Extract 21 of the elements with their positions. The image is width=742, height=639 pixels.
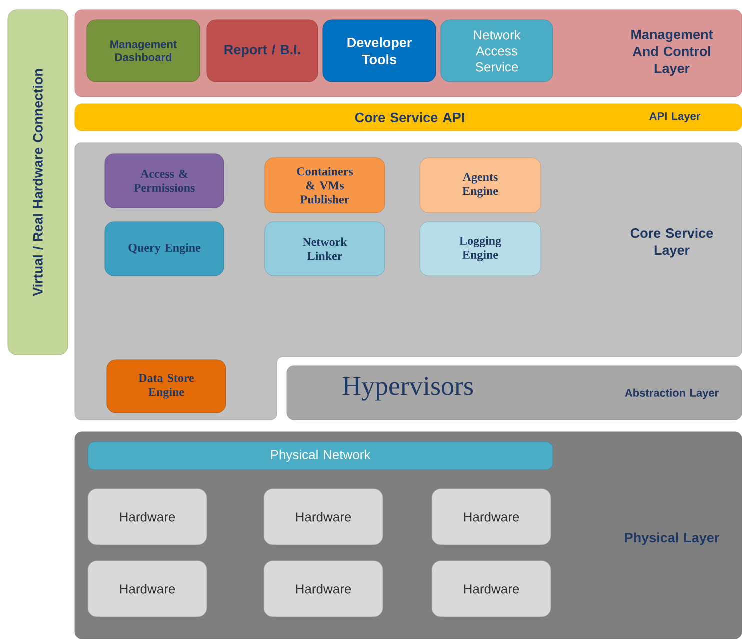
hardware-box: Hardware [264, 488, 384, 546]
layer-band: Core Service API API Layer [74, 104, 742, 132]
hardware-box: Hardware [432, 488, 552, 546]
service-box: Containers & VMs Publisher [264, 158, 386, 214]
service-box: Query Engine [104, 222, 224, 276]
network-bar: Physical Network [88, 442, 554, 470]
hardware-box: Hardware [88, 560, 208, 618]
hardware-box: Hardware [88, 488, 208, 546]
side-band: Virtual / Real Hardware Connection [8, 10, 68, 356]
service-box: Data Store Engine [106, 360, 226, 414]
service-box: Report / B.I. [206, 20, 318, 82]
hardware-box: Hardware [432, 560, 552, 618]
layer-band: Hypervisors Abstraction Layer [286, 366, 742, 420]
service-box: Management Dashboard [86, 20, 200, 82]
service-box: Network Linker [264, 222, 386, 276]
service-box: Logging Engine [420, 222, 542, 276]
service-box: Developer Tools [322, 20, 436, 82]
service-box: Network Access Service [440, 20, 554, 82]
hardware-box: Hardware [264, 560, 384, 618]
service-box: Access & Permissions [104, 154, 224, 208]
service-box: Agents Engine [420, 158, 542, 214]
